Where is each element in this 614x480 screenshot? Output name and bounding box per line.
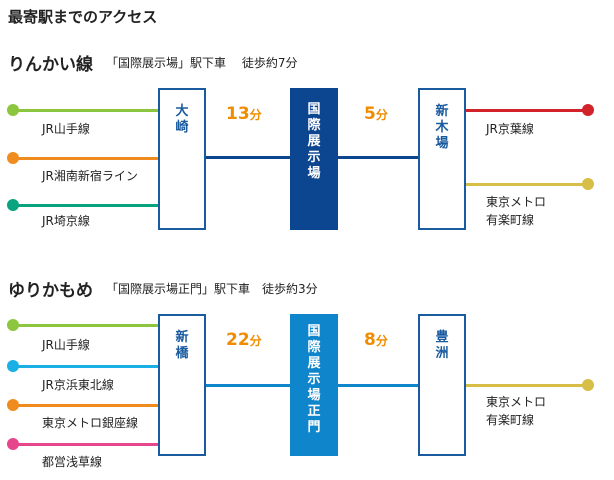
destination-kokusai-tenjijo-seimon: 国 際 展 示 場 正 門 — [290, 314, 338, 456]
line-track-jr-saikyo — [13, 204, 158, 207]
travel-time: 13分 — [226, 104, 262, 124]
line-label: JR埼京線 — [42, 214, 90, 228]
destination-kokusai-tenjijo: 国 際 展 示 場 — [290, 88, 338, 230]
line-label: 東京メトロ銀座線 — [42, 416, 139, 430]
line-track-jr-yamanote — [13, 109, 158, 112]
route-track — [338, 384, 418, 387]
route-track — [206, 384, 290, 387]
station-name: 新 橋 — [175, 330, 189, 361]
station-shimbashi: 新 橋 — [158, 314, 206, 456]
line-dot-jr-keiyo — [582, 104, 594, 116]
page-title: 最寄駅までのアクセス — [8, 8, 158, 26]
destination-name: 国 際 展 示 場 — [307, 102, 321, 181]
yurikamome-line-sub: 「国際展示場正門」駅下車 徒歩約3分 — [106, 282, 318, 296]
line-label: 東京メトロ — [486, 395, 547, 409]
line-label: 東京メトロ — [486, 195, 547, 209]
line-dot-metro-yurakucho — [582, 379, 594, 391]
line-track-metro-yurakucho — [466, 183, 588, 186]
travel-time: 8分 — [364, 330, 388, 350]
station-shin-kiba: 新 木 場 — [418, 88, 466, 230]
route-track — [206, 156, 290, 159]
travel-time: 22分 — [226, 330, 262, 350]
line-label: JR山手線 — [42, 122, 90, 136]
rinkai-line-sub: 「国際展示場」駅下車 徒歩約7分 — [106, 56, 298, 70]
station-name: 大 崎 — [175, 104, 189, 135]
station-name: 豊 洲 — [435, 330, 449, 361]
line-track-metro-ginza — [13, 404, 158, 407]
destination-name: 国 際 展 示 場 正 門 — [307, 324, 321, 435]
station-name: 新 木 場 — [435, 104, 449, 151]
line-label: JR京浜東北線 — [42, 378, 114, 392]
station-toyosu: 豊 洲 — [418, 314, 466, 456]
line-label: 有楽町線 — [486, 213, 535, 227]
line-label: JR山手線 — [42, 338, 90, 352]
travel-time: 5分 — [364, 104, 388, 124]
line-track-jr-yamanote — [13, 324, 158, 327]
line-track-toei-asakusa — [13, 443, 158, 446]
line-label: 都営浅草線 — [42, 455, 103, 469]
line-dot-metro-yurakucho — [582, 178, 594, 190]
line-track-jr-shonan-shinjuku — [13, 157, 158, 160]
yurikamome-line-name: ゆりかもめ — [8, 281, 93, 301]
line-label: JR湘南新宿ライン — [42, 169, 138, 183]
rinkai-line-name: りんかい線 — [8, 55, 93, 75]
line-label: JR京葉線 — [486, 122, 534, 136]
route-track — [338, 156, 418, 159]
line-track-jr-keiyo — [466, 109, 588, 112]
line-track-jr-keihin-tohoku — [13, 365, 158, 368]
line-track-metro-yurakucho — [466, 384, 588, 387]
station-osaki: 大 崎 — [158, 88, 206, 230]
line-label: 有楽町線 — [486, 413, 535, 427]
